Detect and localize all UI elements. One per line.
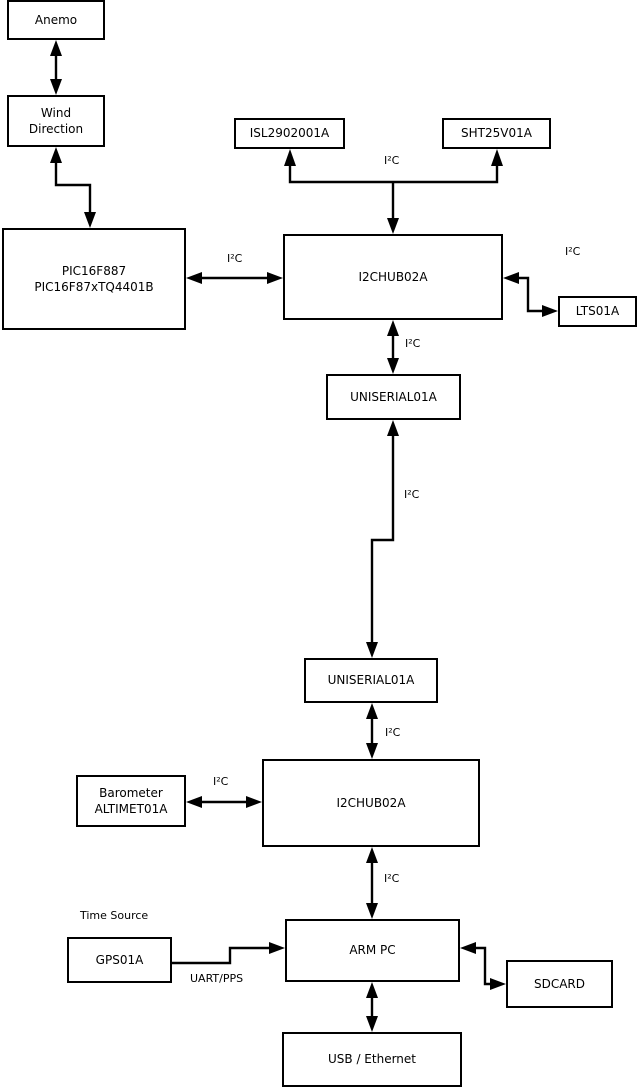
label-i2c-barometer: I²C <box>213 775 229 788</box>
connector-uniserial-hubbottom <box>366 703 378 759</box>
node-isl2902001a-label: ISL2902001A <box>249 126 330 141</box>
node-gps01a[interactable]: GPS01A <box>67 937 172 983</box>
connector-armpc-sdcard <box>460 942 506 990</box>
label-uart-pps: UART/PPS <box>190 972 244 985</box>
node-isl2902001a[interactable]: ISL2902001A <box>234 118 345 149</box>
connector-hubtop-sensors <box>284 149 503 234</box>
node-i2chub02a-top[interactable]: I2CHUB02A <box>283 234 503 320</box>
connector-armpc-usb <box>366 982 378 1032</box>
node-uniserial01a-lower[interactable]: UNISERIAL01A <box>304 658 438 703</box>
node-uniserial01a-upper[interactable]: UNISERIAL01A <box>326 374 461 420</box>
label-i2c-lts: I²C <box>565 245 581 258</box>
node-sdcard-label: SDCARD <box>533 976 586 991</box>
label-i2c-hub-armpc: I²C <box>384 872 400 885</box>
label-i2c-uniserial-uniserial: I²C <box>404 488 420 501</box>
label-i2c-hub-uniserial: I²C <box>405 337 421 350</box>
connector-hubbottom-armpc <box>366 847 378 919</box>
connector-hubtop-lts <box>503 272 558 317</box>
node-uniserial01a-lower-label: UNISERIAL01A <box>327 673 415 688</box>
label-i2c-pic-hub: I²C <box>227 252 243 265</box>
node-i2chub02a-bottom[interactable]: I2CHUB02A <box>262 759 480 847</box>
node-i2chub02a-top-label: I2CHUB02A <box>358 269 428 284</box>
connector-pic-hubtop <box>186 272 283 284</box>
connector-anemo-wind <box>50 40 62 95</box>
node-sht25v01a[interactable]: SHT25V01A <box>442 118 551 149</box>
label-i2c-uniserial-hub: I²C <box>385 726 401 739</box>
node-pic-mcu[interactable]: PIC16F887 PIC16F87xTQ4401B <box>2 228 186 330</box>
label-time-source: Time Source <box>80 909 149 922</box>
connector-hubtop-uniserial-upper <box>387 320 399 374</box>
connector-barometer-hubbottom <box>186 796 262 808</box>
node-lts01a-label: LTS01A <box>575 304 620 319</box>
node-sht25v01a-label: SHT25V01A <box>461 126 532 141</box>
node-usb-ethernet[interactable]: USB / Ethernet <box>282 1032 462 1087</box>
connector-uniserial-uniserial <box>366 420 399 658</box>
node-lts01a[interactable]: LTS01A <box>558 296 637 327</box>
node-barometer-altimet01a-label: Barometer ALTIMET01A <box>94 785 168 816</box>
node-anemo-label: Anemo <box>34 12 78 27</box>
node-pic-mcu-label: PIC16F887 PIC16F87xTQ4401B <box>34 263 154 294</box>
node-wind-direction-label: Wind Direction <box>28 105 84 136</box>
node-anemo[interactable]: Anemo <box>7 0 105 40</box>
connector-gps-armpc <box>172 942 285 965</box>
node-arm-pc-label: ARM PC <box>349 943 396 958</box>
connector-pic-wind <box>50 147 96 228</box>
node-arm-pc[interactable]: ARM PC <box>285 919 460 982</box>
node-gps01a-label: GPS01A <box>95 952 144 967</box>
node-wind-direction[interactable]: Wind Direction <box>7 95 105 147</box>
node-uniserial01a-upper-label: UNISERIAL01A <box>350 389 437 404</box>
label-i2c-sensors: I²C <box>384 154 400 167</box>
node-i2chub02a-bottom-label: I2CHUB02A <box>336 795 406 810</box>
node-sdcard[interactable]: SDCARD <box>506 960 613 1008</box>
node-usb-ethernet-label: USB / Ethernet <box>328 1052 416 1067</box>
node-barometer-altimet01a[interactable]: Barometer ALTIMET01A <box>76 775 186 827</box>
